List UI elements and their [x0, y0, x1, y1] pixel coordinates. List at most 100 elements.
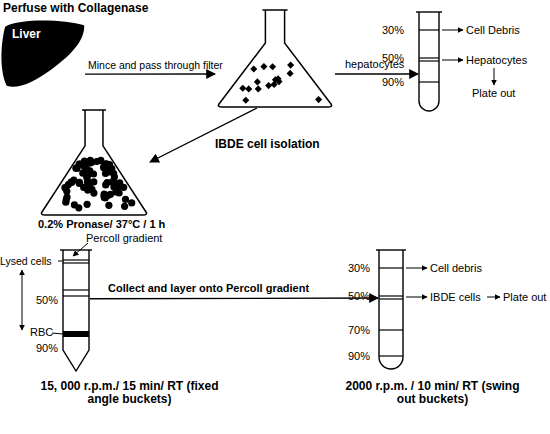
gradient-band: [63, 289, 89, 290]
flow-arrow: [335, 73, 418, 74]
tube-outline: [63, 250, 89, 371]
organ-label: Liver: [12, 28, 41, 41]
percent-label: 90%: [36, 342, 58, 355]
flask-outline: [218, 10, 331, 107]
pointer-arrow: [487, 297, 500, 298]
cell-dot: [112, 188, 119, 195]
cell-dot: [287, 70, 294, 77]
flow-arrow: [90, 297, 378, 299]
percent-label: 50%: [348, 290, 370, 303]
gradient-tube: 30%50%90%: [418, 12, 440, 112]
rbc-pellet: [63, 331, 89, 337]
pointer-arrow: [406, 268, 427, 269]
cell-dot: [121, 203, 128, 210]
gradient-band: [63, 262, 89, 263]
gradient-band: [419, 57, 439, 58]
cell-dot: [100, 192, 107, 199]
cell-dot: [77, 161, 84, 168]
flask-outline: [215, 8, 335, 108]
condition-note: 0.2% Pronase/ 37°C / 1 h: [38, 218, 165, 231]
percent-label: 90%: [348, 350, 370, 363]
gradient-tube-outline: [378, 250, 404, 370]
liver-outline: [1, 21, 84, 87]
step-note: Perfuse with Collagenase: [3, 2, 148, 15]
flask-outline: [41, 110, 146, 215]
cell-dot: [287, 62, 294, 69]
cell-dot: [83, 166, 90, 173]
cell-dot: [250, 65, 257, 72]
cell-dot: [122, 196, 129, 203]
centrifuge-tube: 50%90%15, 000 r.p.m./ 15 min/ RT (fixed …: [62, 250, 90, 372]
edge-label: hepatocytes: [345, 58, 404, 71]
gradient-band: [379, 267, 403, 268]
tube-rim: [376, 249, 406, 250]
cell-dot: [102, 181, 109, 188]
cell-dot: [254, 78, 261, 85]
cell-dot: [269, 63, 276, 70]
cell-dot: [271, 81, 278, 88]
flask: 0.2% Pronase/ 37°C / 1 h: [38, 108, 150, 216]
layer-label: Cell debris: [430, 262, 482, 275]
tube-rim: [416, 11, 442, 12]
step-note: Plate out: [472, 87, 515, 100]
tube-outline: [419, 12, 439, 111]
cell-dot: [120, 184, 127, 191]
gradient-band: [419, 81, 439, 82]
cell-dot: [128, 199, 135, 206]
gradient-tube: 30%50%70%90%2000 r.p.m. / 10 min/ RT (sw…: [378, 250, 404, 370]
flask-outline: [38, 108, 150, 216]
cell-dot: [63, 196, 70, 203]
pointer-arrow: [442, 30, 463, 31]
percent-label: 50%: [36, 294, 58, 307]
flask: [215, 8, 335, 108]
percent-label: 30%: [348, 262, 370, 275]
cell-dot: [93, 158, 100, 165]
cell-dots: [61, 62, 322, 212]
percent-label: 70%: [348, 324, 370, 337]
spin-condition: 15, 000 r.p.m./ 15 min/ RT (fixed angle …: [37, 380, 222, 406]
cell-dot: [105, 202, 112, 209]
gradient-band: [379, 298, 403, 299]
cell-dot: [260, 63, 267, 70]
cell-dot: [90, 190, 97, 197]
percent-label: 90%: [382, 76, 404, 89]
leader-line: [52, 333, 63, 334]
cell-dot: [111, 173, 118, 180]
gradient-band: [419, 60, 439, 61]
flask-rim: [262, 9, 287, 11]
gradient-band: [419, 29, 439, 30]
leader-line: [58, 261, 63, 262]
layer-label: Lysed cells: [0, 255, 52, 268]
cell-dot: [84, 201, 91, 208]
gradient-band: [379, 295, 403, 296]
layer-label: IBDE cells: [430, 291, 481, 304]
cell-dot: [275, 75, 282, 82]
gradient-band: [379, 329, 403, 330]
pointer-arrow: [406, 297, 427, 298]
tube-outline: [379, 250, 403, 369]
gradient-band: [63, 295, 89, 296]
cell-dot: [265, 82, 272, 89]
cell-dot: [63, 188, 70, 195]
cell-dot: [315, 96, 322, 103]
cell-dot: [86, 160, 93, 167]
gradient-tube-outline: [418, 12, 440, 112]
gradient-band: [63, 259, 89, 260]
cell-dot: [104, 162, 111, 169]
edge-label: IBDE cell isolation: [215, 138, 320, 151]
cell-dot: [255, 85, 262, 92]
gradient-band: [379, 355, 403, 356]
cell-dot: [86, 183, 93, 190]
pointer-arrow: [442, 60, 463, 61]
edge-label: Mince and pass through filter: [88, 59, 223, 72]
range-arrow: [22, 270, 23, 330]
tube-rim: [60, 249, 92, 250]
cell-dot: [71, 201, 78, 208]
cell-dot: [242, 97, 249, 104]
layer-label: Hepatocytes: [466, 54, 527, 67]
layer-label: Cell Debris: [466, 24, 520, 37]
edge-label: Collect and layer onto Percoll gradient: [108, 282, 309, 295]
flow-arrow: [150, 108, 257, 162]
